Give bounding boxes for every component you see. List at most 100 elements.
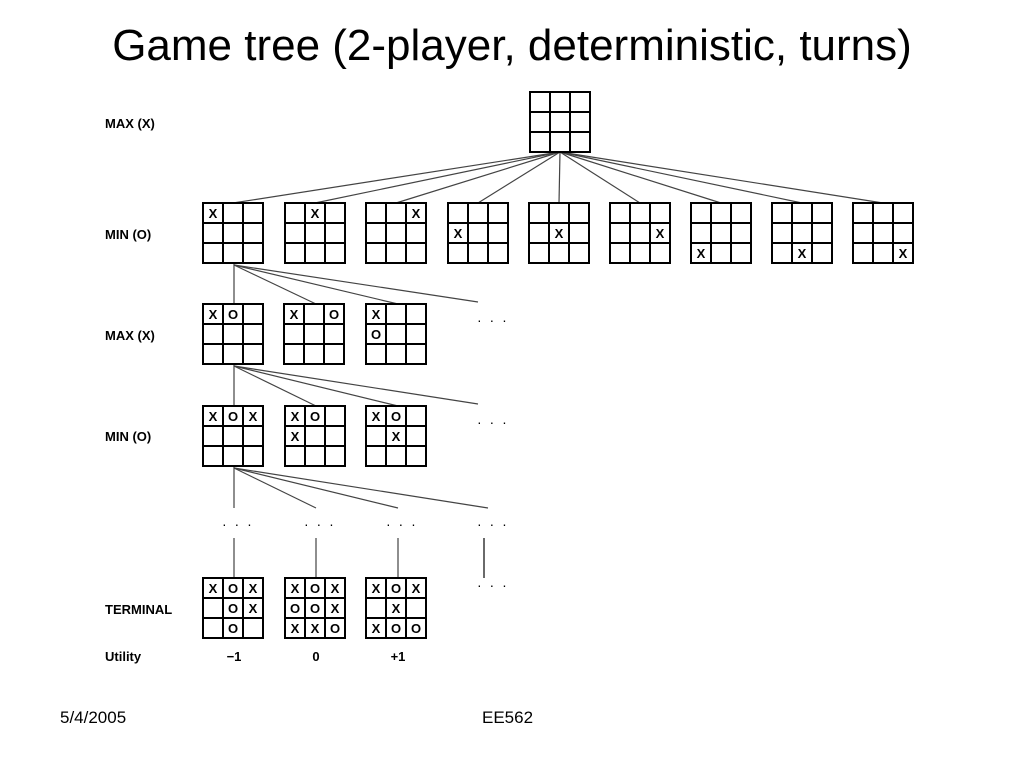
x-mark: X [290, 307, 299, 322]
board-level1-1: X [202, 202, 264, 264]
board-frame [447, 202, 509, 264]
ellipsis-level3: · · · [477, 414, 509, 430]
o-mark: O [330, 621, 340, 636]
x-mark: X [555, 226, 564, 241]
o-mark: O [391, 581, 401, 596]
tree-edge [233, 467, 489, 509]
tree-edge [314, 151, 561, 204]
label-utility: Utility [105, 649, 142, 664]
tree-edge [477, 151, 561, 204]
tree-edge [233, 467, 399, 509]
board-frame [365, 303, 427, 365]
board-frame [283, 303, 345, 365]
utility-value-2: 0 [312, 649, 319, 664]
ellipsis-gap-2: · · · [304, 516, 336, 532]
x-mark: X [372, 621, 381, 636]
x-mark: X [697, 246, 706, 261]
label-terminal: TERMINAL [105, 602, 172, 617]
board-level1-3: X [365, 202, 427, 264]
board-frame [365, 577, 427, 639]
label-max-root: MAX (X) [105, 116, 155, 131]
tree-edge [233, 365, 317, 407]
tree-edge [559, 151, 641, 204]
tree-edge [233, 467, 317, 509]
x-mark: X [209, 307, 218, 322]
board-root [529, 91, 591, 153]
o-mark: O [310, 581, 320, 596]
board-frame [202, 577, 264, 639]
tree-edge [233, 365, 479, 405]
board-level1-7: X [690, 202, 752, 264]
x-mark: X [372, 409, 381, 424]
board-frame [202, 405, 264, 467]
x-mark: X [899, 246, 908, 261]
tree-edge [395, 151, 561, 204]
o-mark: O [228, 307, 238, 322]
board-level1-4: X [447, 202, 509, 264]
o-mark: O [391, 409, 401, 424]
board-frame [771, 202, 833, 264]
tree-edge [559, 151, 803, 204]
board-frame [202, 303, 264, 365]
o-mark: O [310, 601, 320, 616]
x-mark: X [249, 581, 258, 596]
board-frame [365, 405, 427, 467]
x-mark: X [372, 307, 381, 322]
x-mark: X [291, 621, 300, 636]
board-level1-2: X [284, 202, 346, 264]
board-level1-5: X [528, 202, 590, 264]
board-level1-6: X [609, 202, 671, 264]
x-mark: X [249, 601, 258, 616]
utility-value-1: −1 [227, 649, 242, 664]
x-mark: X [656, 226, 665, 241]
board-frame [690, 202, 752, 264]
x-mark: X [412, 581, 421, 596]
x-mark: X [209, 581, 218, 596]
footer-course: EE562 [482, 708, 534, 727]
board-frame [528, 202, 590, 264]
board-frame [852, 202, 914, 264]
x-mark: X [291, 581, 300, 596]
board-frame [284, 577, 346, 639]
o-mark: O [371, 327, 381, 342]
tree-edge [233, 264, 317, 305]
label-min-level3: MIN (O) [105, 429, 151, 444]
ellipsis-terminal: · · · [477, 577, 509, 593]
board-frame [529, 91, 591, 153]
tree-edge [559, 151, 722, 204]
x-mark: X [798, 246, 807, 261]
label-max-level2: MAX (X) [105, 328, 155, 343]
o-mark: O [228, 581, 238, 596]
board-frame [284, 202, 346, 264]
slide-title: Game tree (2-player, deterministic, turn… [112, 21, 912, 70]
o-mark: O [391, 621, 401, 636]
o-mark: O [228, 409, 238, 424]
tree-edge [232, 151, 561, 204]
ellipsis-gap-1: · · · [222, 516, 254, 532]
o-mark: O [290, 601, 300, 616]
x-mark: X [392, 429, 401, 444]
x-mark: X [311, 621, 320, 636]
footer-date: 5/4/2005 [60, 708, 127, 727]
board-level1-8: X [771, 202, 833, 264]
o-mark: O [329, 307, 339, 322]
board-frame [284, 405, 346, 467]
tree-edge [233, 264, 479, 303]
x-mark: X [331, 601, 340, 616]
x-mark: X [209, 409, 218, 424]
ellipsis-gap-3: · · · [386, 516, 418, 532]
o-mark: O [228, 601, 238, 616]
tree-edges [232, 151, 884, 578]
ellipsis-gap-4: · · · [477, 516, 509, 532]
x-mark: X [454, 226, 463, 241]
